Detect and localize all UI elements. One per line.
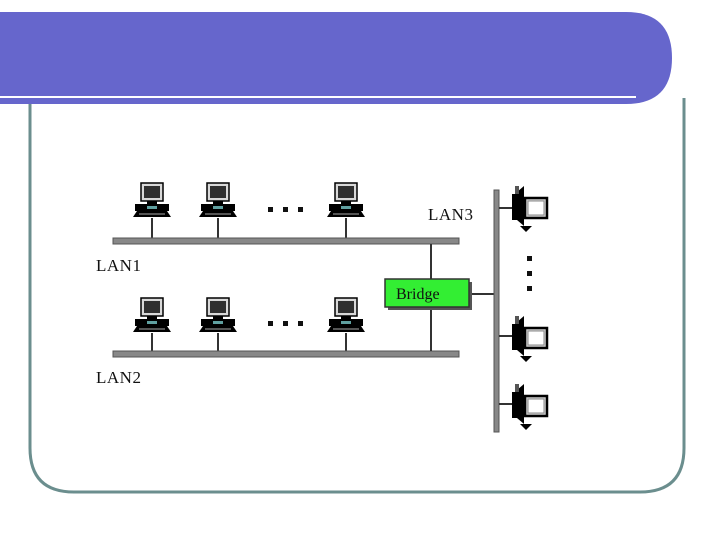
lan1-computer-icon	[132, 182, 172, 218]
lan2-label: LAN2	[96, 368, 141, 387]
lan1-ellipsis-icon	[268, 207, 303, 212]
header-band	[0, 12, 672, 104]
lan1-computer-icon	[326, 182, 366, 218]
lan1-computer-icon	[198, 182, 238, 218]
lan2-bus	[112, 350, 460, 358]
lan2-computer-icon	[132, 297, 172, 333]
lan3-bus	[493, 189, 500, 433]
lan2-segment: LAN2	[96, 297, 460, 387]
lan1-bus	[112, 237, 460, 245]
lan3-segment: LAN3	[428, 184, 549, 433]
lan2-computer-icon	[326, 297, 366, 333]
slide-frame	[0, 12, 686, 494]
lan3-label: LAN3	[428, 205, 473, 224]
bridge-box: Bridge	[384, 278, 472, 310]
lan2-computer-icon	[198, 297, 238, 333]
lan3-device-icon	[510, 184, 549, 234]
slide-border	[28, 98, 686, 494]
lan3-device-icon	[510, 382, 549, 432]
lan1-label: LAN1	[96, 256, 141, 275]
lan3-device-icon	[510, 314, 549, 364]
lan2-ellipsis-icon	[268, 321, 303, 326]
bridge-label: Bridge	[396, 286, 440, 303]
lan3-ellipsis-icon	[527, 256, 532, 291]
lan1-segment: LAN1	[96, 182, 460, 275]
